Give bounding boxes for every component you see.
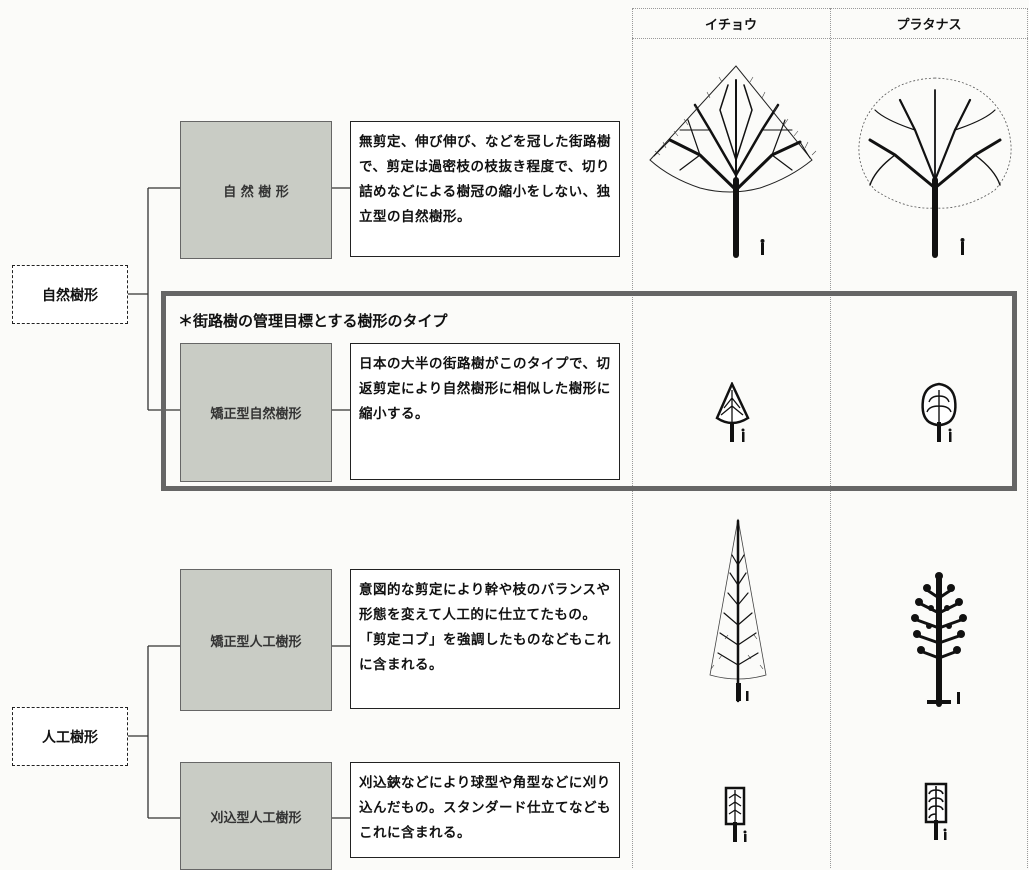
platanus-natural-tree-illustration: [858, 77, 1012, 258]
platanus-clipped-artificial-tree-illustration: [924, 782, 948, 840]
type-label-natural: 自 然 樹 形: [180, 121, 332, 259]
column-divider-left: [632, 8, 633, 868]
type-description-corrected-artificial: 意図的な剪定により幹や枝のバランスや形態を変えて人工的に仕立てたもの。「剪定コブ…: [350, 569, 620, 709]
type-description-natural: 無剪定、伸び伸び、などを冠した街路樹で、剪定は過密枝の枝抜き程度で、切り詰めなど…: [350, 121, 620, 257]
type-description-clipped-artificial: 刈込鋏などにより球型や角型などに刈り込んだもの。スタンダード仕立てなどもこれに含…: [350, 762, 620, 858]
type-label-clipped-artificial: 刈込型人工樹形: [180, 762, 332, 870]
ginkgo-natural-tree-illustration: [649, 65, 817, 258]
ginkgo-corrected-natural-tree-illustration: [715, 382, 750, 442]
management-target-note: ＊街路樹の管理目標とする樹形のタイプ: [178, 312, 448, 330]
category-artificial: 人工樹形: [12, 707, 128, 766]
column-divider-right: [1027, 8, 1028, 868]
management-target-frame: [161, 291, 1017, 491]
platanus-corrected-artificial-tree-illustration: [911, 572, 967, 707]
ginkgo-corrected-artificial-tree-illustration: [709, 518, 767, 703]
type-description-corrected-natural: 日本の大半の街路樹がこのタイプで、切返剪定により自然樹形に相似した樹形に縮小する…: [350, 343, 620, 480]
tree-connector-lines: [126, 187, 350, 819]
column-header-ginkgo: イチョウ: [704, 18, 757, 33]
type-label-corrected-artificial: 矯正型人工樹形: [180, 569, 332, 711]
type-label-corrected-natural: 矯正型自然樹形: [180, 343, 332, 482]
category-natural: 自然樹形: [12, 265, 128, 324]
platanus-corrected-natural-tree-illustration: [921, 382, 957, 442]
column-header-platanus: プラタナス: [896, 18, 962, 33]
ginkgo-clipped-artificial-tree-illustration: [724, 786, 747, 842]
column-divider-middle: [830, 8, 831, 868]
